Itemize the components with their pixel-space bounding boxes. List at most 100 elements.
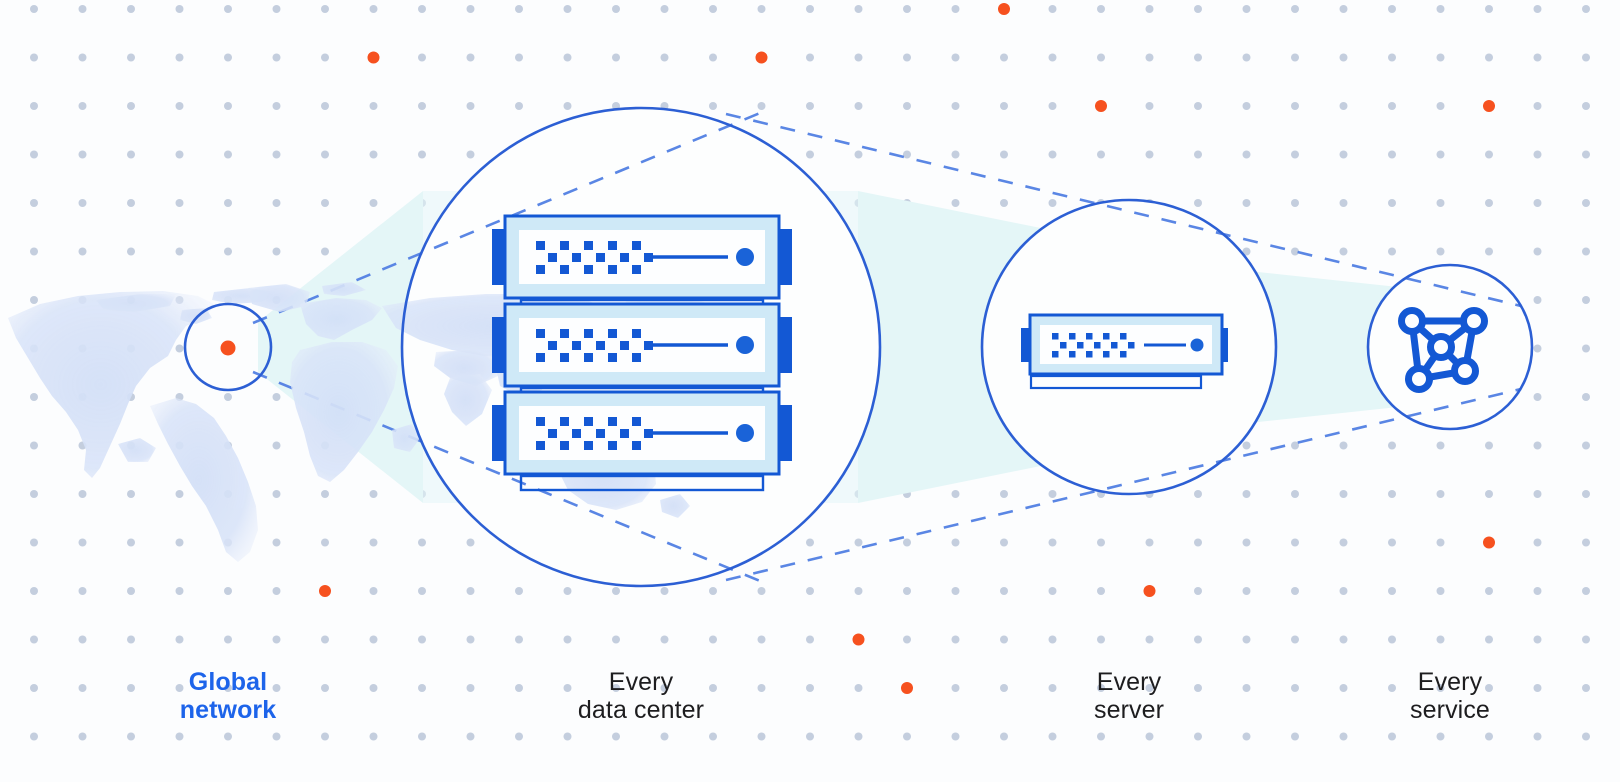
- grid-dot: [757, 684, 766, 692]
- grid-dot: [563, 5, 572, 13]
- grid-dot: [1388, 635, 1396, 644]
- grid-dot: [466, 53, 475, 62]
- grid-dot: [1194, 732, 1202, 741]
- grid-dot: [1582, 684, 1590, 692]
- grid-dot: [515, 587, 523, 595]
- grid-dot: [806, 684, 814, 692]
- grid-dot: [1145, 5, 1154, 13]
- grid-dot: [78, 684, 87, 692]
- grid-dot: [563, 102, 572, 110]
- grid-dot: [321, 53, 329, 62]
- stage-every-server[interactable]: [980, 198, 1278, 496]
- grid-dot: [1194, 587, 1202, 595]
- grid-dot: [1000, 199, 1008, 207]
- grid-dot: [369, 538, 378, 547]
- grid-dot: [224, 5, 232, 13]
- grid-dot: [951, 732, 960, 741]
- grid-dot: [515, 732, 523, 741]
- grid-dot: [1485, 490, 1493, 498]
- grid-dot: [272, 53, 281, 62]
- service-mesh-icon: [1398, 307, 1488, 393]
- grid-dot: [175, 684, 184, 692]
- grid-dot: [757, 102, 766, 110]
- grid-dot: [1242, 53, 1251, 62]
- grid-dot: [854, 150, 863, 159]
- grid-dot: [1194, 490, 1202, 498]
- grid-dot: [806, 538, 814, 547]
- grid-dot: [1291, 102, 1299, 110]
- grid-dot: [1533, 393, 1542, 401]
- stage-every-data-center[interactable]: [400, 106, 882, 588]
- global-network-highlight-circle[interactable]: [183, 302, 273, 392]
- grid-dot: [1048, 587, 1057, 595]
- grid-dot: [806, 635, 814, 644]
- grid-dot: [1194, 53, 1202, 62]
- grid-dot: [369, 199, 378, 207]
- grid-dot: [321, 150, 329, 159]
- data-center-circle[interactable]: [400, 106, 882, 588]
- grid-dot: [272, 102, 281, 110]
- grid-dot: [854, 102, 863, 110]
- grid-dot: [1436, 247, 1445, 256]
- grid-dot: [1436, 199, 1445, 207]
- grid-dot: [321, 684, 329, 692]
- grid-dot: [1436, 441, 1445, 450]
- grid-dot: [1097, 587, 1105, 595]
- grid-dot: [1485, 150, 1493, 159]
- grid-dot: [369, 587, 378, 595]
- grid-dot: [321, 490, 329, 498]
- label-every-service: Every service: [1410, 668, 1490, 724]
- grid-dot: [1388, 490, 1396, 498]
- grid-dot: [563, 53, 572, 62]
- grid-dot: [1048, 732, 1057, 741]
- grid-dot-accent: [319, 585, 331, 597]
- grid-dot: [30, 102, 38, 110]
- grid-dot: [78, 53, 87, 62]
- grid-dot: [1533, 441, 1542, 450]
- grid-dot: [1533, 102, 1542, 110]
- grid-dot: [709, 635, 717, 644]
- grid-dot: [806, 53, 814, 62]
- grid-dot: [1436, 102, 1445, 110]
- grid-dot: [563, 732, 572, 741]
- grid-dot: [1533, 538, 1542, 547]
- rack-unit-3: [492, 390, 792, 492]
- grid-dot: [1436, 5, 1445, 13]
- grid-dot: [951, 5, 960, 13]
- grid-dot: [78, 490, 87, 498]
- grid-dot: [1436, 150, 1445, 159]
- label-every-data-center: Every data center: [577, 668, 705, 724]
- grid-dot: [1291, 684, 1299, 692]
- grid-dot: [1097, 538, 1105, 547]
- grid-dot: [1533, 684, 1542, 692]
- grid-dot: [1048, 635, 1057, 644]
- grid-dot-accent: [367, 51, 380, 64]
- stage-every-service[interactable]: [1366, 263, 1534, 431]
- grid-dot: [78, 102, 87, 110]
- grid-dot: [78, 150, 87, 159]
- grid-dot: [854, 684, 863, 692]
- grid-dot: [1048, 490, 1057, 498]
- grid-dot: [1582, 393, 1590, 401]
- grid-dot: [1339, 247, 1348, 256]
- grid-dot: [224, 150, 232, 159]
- grid-dot: [321, 199, 329, 207]
- grid-dot-accent: [998, 3, 1010, 15]
- grid-dot: [418, 53, 426, 62]
- grid-dot: [1339, 199, 1348, 207]
- grid-dot: [1485, 199, 1493, 207]
- grid-dot: [1582, 199, 1590, 207]
- grid-dot: [563, 684, 572, 692]
- grid-dot-accent: [1095, 100, 1107, 112]
- grid-dot: [1582, 732, 1590, 741]
- server-circle[interactable]: [980, 198, 1278, 496]
- grid-dot: [1097, 684, 1105, 692]
- service-circle[interactable]: [1366, 263, 1534, 431]
- grid-dot: [1000, 538, 1008, 547]
- grid-dot: [224, 732, 232, 741]
- grid-dot: [903, 5, 911, 13]
- grid-dot: [1194, 635, 1202, 644]
- grid-dot: [1242, 684, 1251, 692]
- grid-dot: [951, 490, 960, 498]
- grid-dot: [466, 635, 475, 644]
